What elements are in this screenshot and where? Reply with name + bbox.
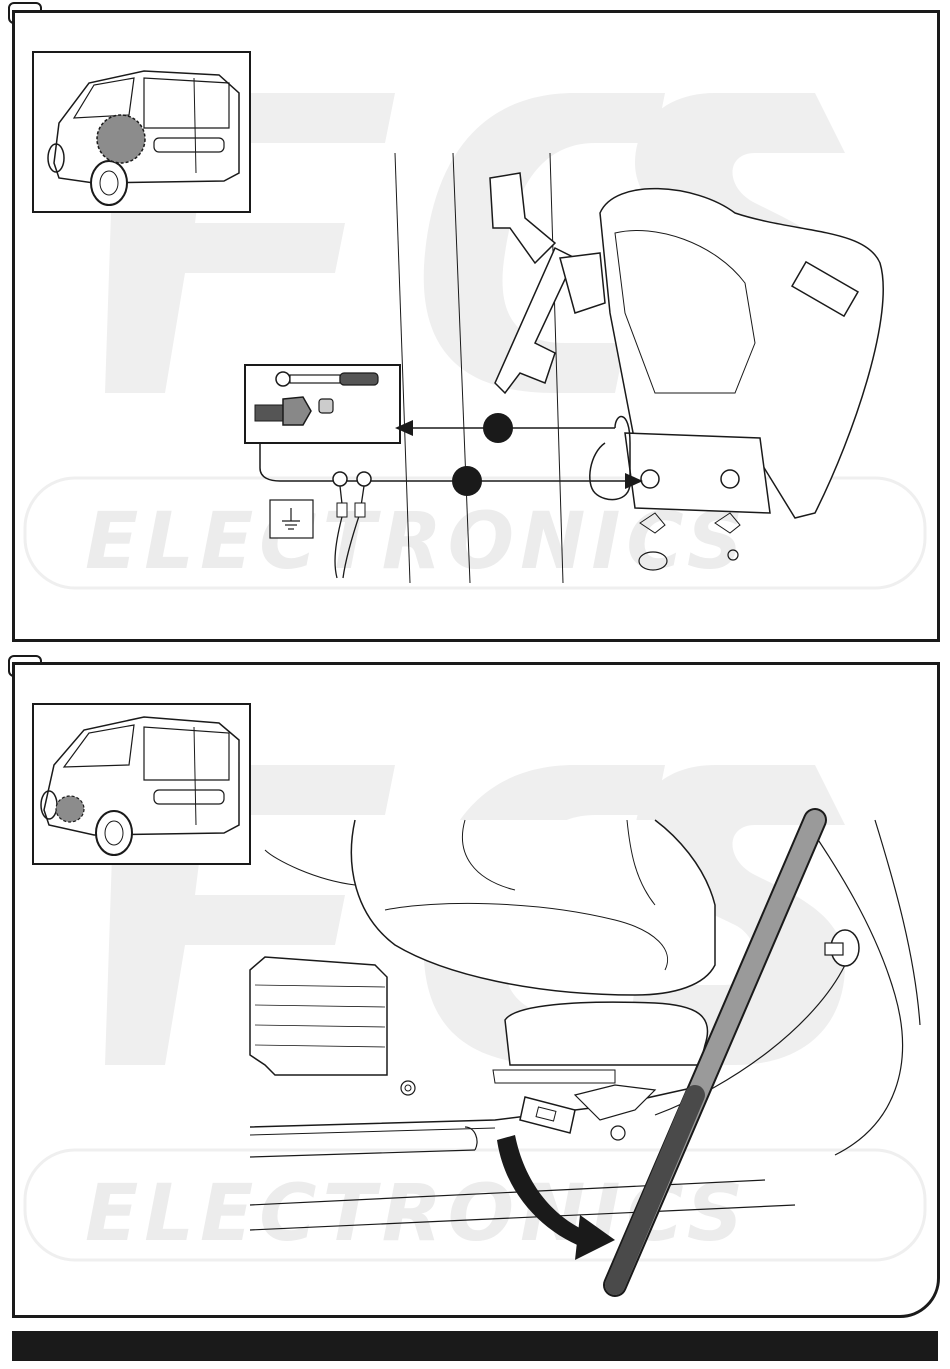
step-1-illustration bbox=[15, 13, 937, 639]
step-marker-a bbox=[483, 413, 513, 443]
ground-bolt-hole bbox=[641, 470, 659, 488]
door-striker bbox=[825, 930, 859, 966]
step-marker-b bbox=[452, 466, 482, 496]
footer-bar bbox=[12, 1331, 938, 1361]
step-2-illustration bbox=[15, 665, 937, 1315]
harness-connector bbox=[520, 1097, 575, 1133]
step-1-panel: ELECTRONICS bbox=[12, 10, 940, 642]
floor-mat bbox=[250, 957, 387, 1075]
seat bbox=[351, 820, 715, 995]
routing-arrow bbox=[497, 1135, 615, 1260]
step-2-panel: ELECTRONICS bbox=[12, 662, 940, 1318]
ground-symbol-icon bbox=[270, 500, 313, 538]
ring-terminal-cables bbox=[333, 472, 371, 578]
nut-icon bbox=[319, 399, 333, 413]
